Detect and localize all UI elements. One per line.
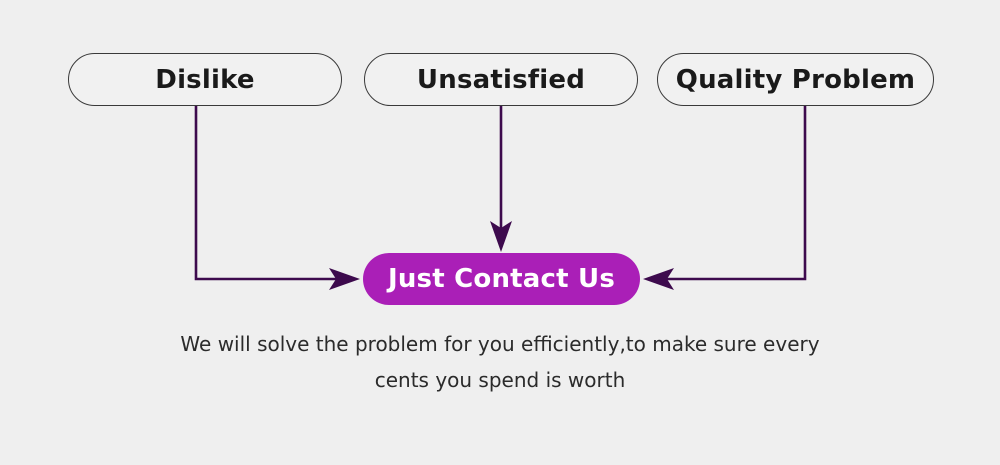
caption-line-1: We will solve the problem for you effici… — [180, 332, 820, 356]
reason-box-dislike[interactable]: Dislike — [68, 53, 342, 106]
connector-quality-to-cta — [643, 106, 807, 290]
arrowhead-left-icon — [643, 268, 674, 290]
contact-us-button-label: Just Contact Us — [387, 264, 616, 294]
contact-us-button[interactable]: Just Contact Us — [363, 253, 640, 305]
reason-box-unsatisfied-label: Unsatisfied — [416, 64, 586, 95]
arrowhead-down-icon — [490, 221, 512, 252]
caption-text: We will solve the problem for you effici… — [150, 326, 850, 398]
reason-box-unsatisfied[interactable]: Unsatisfied — [364, 53, 638, 106]
connector-dislike-to-cta — [194, 106, 360, 290]
caption-line-2: cents you spend is worth — [374, 368, 626, 392]
arrowhead-right-icon — [329, 268, 360, 290]
reason-box-quality-problem-label: Quality Problem — [675, 64, 916, 95]
reason-box-quality-problem[interactable]: Quality Problem — [657, 53, 934, 106]
reason-box-dislike-label: Dislike — [155, 64, 255, 95]
connector-unsatisfied-to-cta — [490, 106, 512, 252]
